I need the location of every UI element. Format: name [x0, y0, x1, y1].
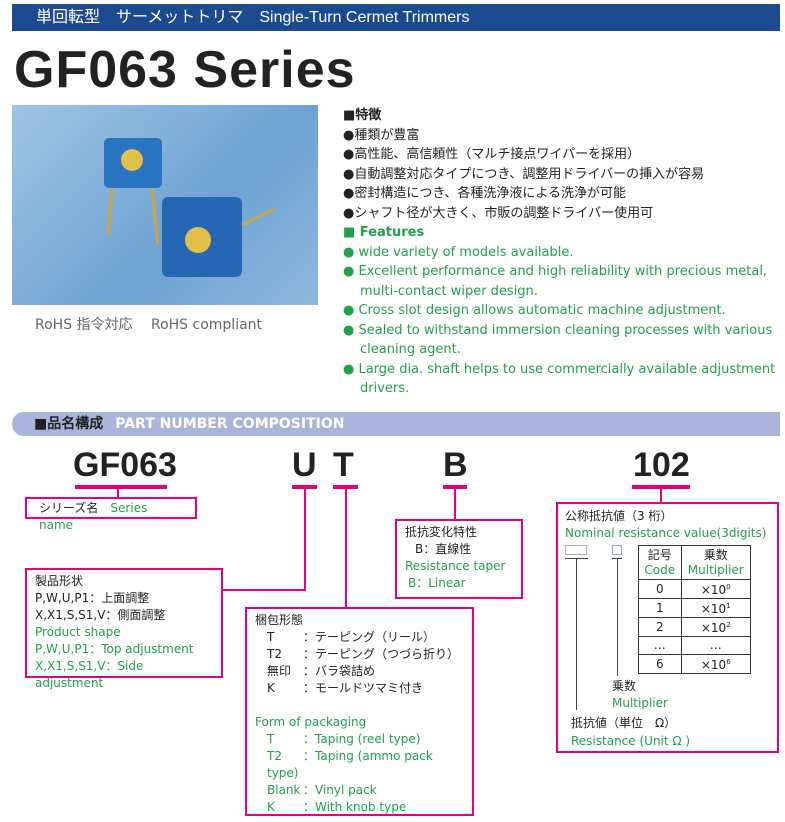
underline — [292, 485, 317, 489]
header-bar: 単回転型 サーメットトリマ Single-Turn Cermet Trimmer… — [12, 4, 780, 31]
table-row: 2×102 — [638, 617, 752, 637]
underline — [632, 485, 690, 489]
series-name-box: シリーズ名 Series name — [25, 497, 197, 532]
features-jp: ■特徴 ●種類が豊富●高性能、高信頼性（マルチ接点ワイパーを採用）●自動調整対応… — [343, 108, 705, 221]
page-title: GF063 Series — [14, 41, 356, 99]
leader-line — [617, 558, 618, 676]
table-row: 1×101 — [638, 598, 752, 618]
underline — [75, 485, 167, 489]
table-row: 0×100 — [638, 579, 752, 599]
resistance-label: 抵抗値（単位 Ω）Resistance (Unit Ω ) — [571, 716, 691, 748]
part-packaging: T — [333, 446, 354, 484]
digit-placeholder — [565, 545, 587, 555]
leader-line — [576, 558, 577, 710]
part-shape: U — [292, 446, 317, 484]
connector — [345, 489, 347, 608]
digit-placeholder — [612, 545, 622, 555]
features-en: ■ Features ● wide variety of models avai… — [343, 225, 776, 396]
product-photo — [12, 105, 318, 305]
underline — [443, 485, 467, 489]
part-resistance: 102 — [633, 446, 690, 484]
trimmer-image — [104, 138, 275, 277]
underline — [333, 485, 358, 489]
table-row: …… — [638, 636, 752, 655]
table-row: 6×106 — [638, 654, 752, 674]
connector — [222, 589, 306, 591]
rohs-caption: RoHS 指令対応 RoHS compliant — [35, 317, 263, 333]
part-series: GF063 — [73, 446, 177, 484]
connector — [304, 489, 306, 591]
part-taper: B — [443, 446, 468, 484]
connector — [454, 489, 456, 520]
connector — [660, 489, 662, 503]
packaging-box: 梱包形態 T：テーピング（リール） T2：テーピング（つづら折り） 無印：バラ袋… — [245, 607, 474, 816]
connector — [117, 489, 119, 498]
